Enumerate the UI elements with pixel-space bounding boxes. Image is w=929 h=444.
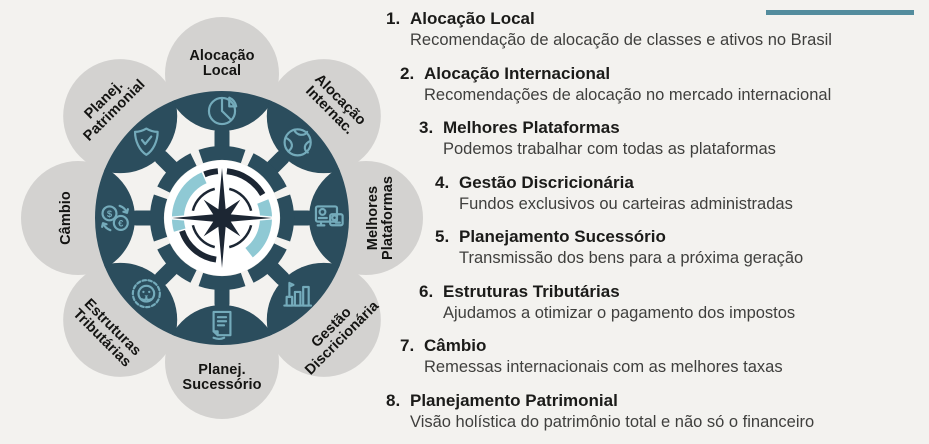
ring-segment [157, 153, 197, 193]
platforms-icon [314, 205, 344, 227]
compass-arc-navy [203, 168, 219, 178]
compass-inner-circle [191, 187, 216, 212]
service-title: Estruturas Tributárias [443, 281, 620, 301]
petal-connector [132, 210, 154, 226]
dollar-symbol: $ [107, 208, 113, 219]
service-desc: Podemos trabalhar com todas as plataform… [443, 140, 776, 158]
petal-connector [290, 210, 312, 226]
service-desc: Recomendações de alocação no mercado int… [424, 85, 832, 104]
globe-icon [283, 128, 312, 157]
service-number: 3. [419, 118, 434, 137]
segmented-ring [150, 146, 294, 290]
compass-arc-navy [226, 168, 266, 197]
service-number: 2. [400, 63, 415, 83]
service-number: 7. [400, 336, 415, 355]
service-title: Alocação Local [410, 9, 535, 28]
shield-check-icon [133, 127, 159, 156]
service-title: Planejamento Sucessório [459, 227, 666, 246]
compass-arc-teal [172, 172, 207, 232]
bar-chart-icon [283, 281, 313, 307]
service-desc: Ajudamos a otimizar o pagamento dos impo… [443, 303, 796, 322]
service-number: 5. [435, 227, 450, 246]
ring-segment [247, 153, 287, 193]
compass-arc-teal [245, 199, 272, 258]
ring-segment [198, 146, 246, 164]
currency-exchange-icon: $€ [101, 204, 129, 232]
service-title: Câmbio [424, 336, 487, 355]
service-desc: Recomendação de alocação de classes e at… [410, 31, 832, 49]
petal-icons: $€ [101, 96, 344, 341]
service-number: 8. [386, 390, 401, 410]
compass-star-icon [171, 167, 273, 269]
service-number: 1. [386, 9, 401, 28]
service-title: Gestão Discricionária [459, 172, 634, 192]
ring-segment [157, 243, 197, 283]
service-title: Alocação Internacional [424, 63, 611, 83]
ring-segment [247, 243, 287, 283]
petal-connector [214, 128, 230, 150]
petal-label-cambio: Câmbio [58, 191, 74, 245]
service-number: 4. [435, 172, 450, 192]
ring-segment [150, 194, 168, 242]
service-title: Planejamento Patrimonial [410, 390, 618, 410]
service-desc: Visão holística do patrimônio total e nã… [410, 412, 815, 431]
service-desc: Transmissão dos bens para a próxima gera… [459, 249, 804, 267]
compass-inner-circle [228, 224, 253, 249]
ring-segment [198, 272, 246, 290]
compass-arc-navy [179, 229, 217, 263]
pie-chart-icon [207, 96, 238, 126]
service-desc: Fundos exclusivos ou carteiras administr… [459, 194, 793, 213]
ring-segment [276, 194, 294, 242]
euro-symbol: € [118, 218, 124, 229]
lion-icon [131, 279, 161, 309]
petal-label-melhores-plataformas: MelhoresPlataformas [365, 176, 396, 260]
petal-connector [214, 286, 230, 308]
document-icon [212, 310, 232, 341]
service-title: Melhores Plataformas [443, 118, 620, 137]
service-number: 6. [419, 281, 434, 301]
petal-connectors [132, 128, 312, 308]
petal-inner-band [309, 161, 349, 275]
accent-bar [766, 10, 914, 15]
service-desc: Remessas internacionais com as melhores … [424, 358, 783, 376]
compass-inner-circle [228, 187, 253, 212]
compass [164, 160, 280, 276]
petal-label-planej-sucessorio: Planej.Sucessório [182, 362, 261, 393]
compass-inner-circle [191, 224, 216, 249]
